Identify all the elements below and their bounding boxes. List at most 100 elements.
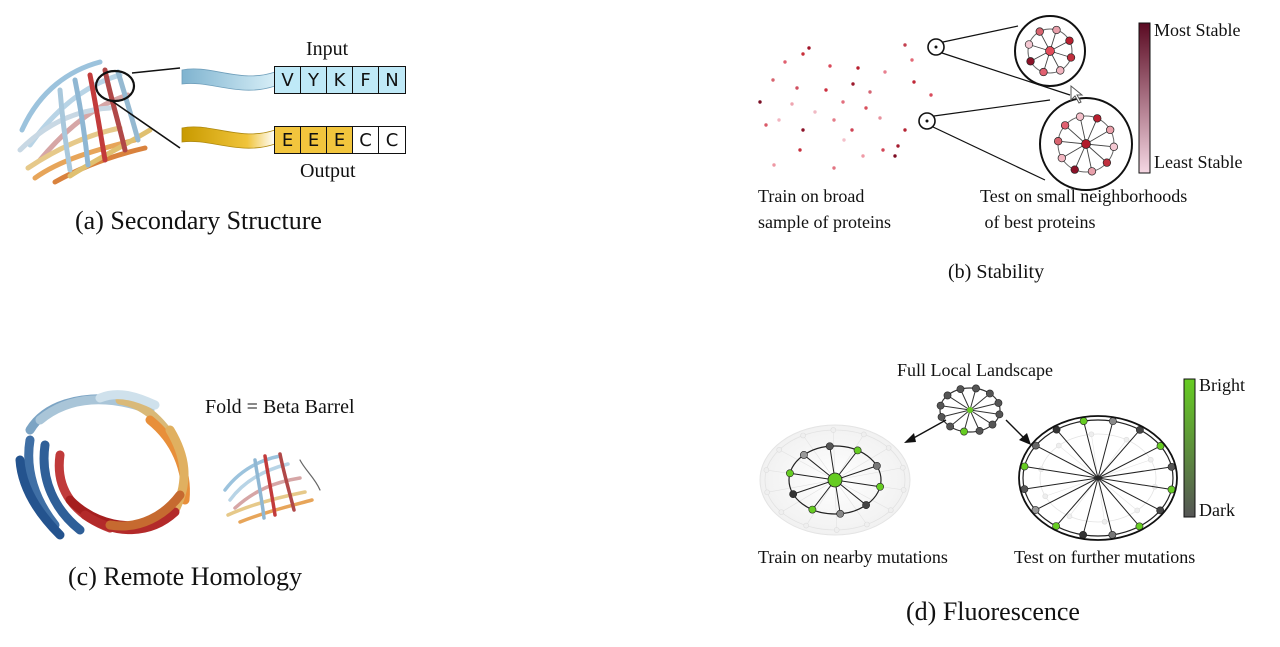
center-node: [1045, 46, 1055, 56]
fluorescence-test-text: Test on further mutations: [1014, 547, 1196, 567]
stability-train-text-2: sample of proteins: [758, 212, 891, 232]
fold-label: Fold = Beta Barrel: [205, 396, 355, 418]
stability-point: [896, 144, 900, 148]
stability-legend-bottom: Least Stable: [1154, 152, 1243, 172]
landscape-node: [900, 464, 906, 471]
landscape-node: [1031, 441, 1040, 450]
landscape-node: [853, 446, 862, 455]
output-residue-1: E: [301, 127, 327, 153]
landscape-node: [778, 509, 785, 515]
stability-legend-top: Most Stable: [1154, 20, 1241, 40]
neighbor-node: [1087, 167, 1097, 176]
landscape-node: [799, 451, 808, 459]
stability-point: [868, 90, 872, 94]
landscape-node: [808, 505, 817, 514]
landscape-node: [936, 401, 945, 410]
neighbor-node: [1093, 114, 1102, 123]
stability-point: [842, 138, 846, 142]
caption-c: (c) Remote Homology: [68, 562, 302, 591]
landscape-node: [836, 509, 845, 518]
neighbor-node: [1106, 125, 1115, 135]
landscape-node: [943, 391, 952, 400]
stability-point: [832, 166, 836, 170]
landscape-node: [825, 442, 834, 451]
input-residue-4: N: [379, 67, 405, 93]
zoom-line-top: [131, 67, 181, 74]
output-residue-4: C: [379, 127, 405, 153]
stability-point: [841, 100, 845, 104]
neighbor-node: [1035, 27, 1044, 36]
landscape-node: [988, 420, 997, 429]
landscape-node: [1079, 417, 1088, 425]
landscape-node: [900, 487, 907, 493]
landscape-node: [861, 431, 867, 438]
neighbor-node: [1109, 142, 1119, 151]
stability-point: [893, 154, 897, 158]
neighbor-node: [1026, 57, 1035, 66]
landscape-node: [1042, 493, 1049, 500]
output-residue-2: E: [327, 127, 353, 153]
landscape-node: [1134, 507, 1141, 514]
landscape-node: [995, 410, 1004, 419]
landscape-node: [786, 469, 794, 478]
zoom-circle: [94, 69, 136, 103]
landscape-node: [956, 385, 965, 394]
stability-point: [883, 70, 887, 74]
landscape-node: [1156, 506, 1165, 515]
output-label: Output: [300, 160, 356, 182]
landscape-node: [985, 389, 994, 398]
mouse-cursor-icon: [1070, 84, 1084, 104]
landscape-node: [776, 446, 783, 453]
input-residue-0: V: [275, 67, 301, 93]
landscape-node: [830, 427, 837, 433]
neighborhood-networks: [1024, 25, 1119, 176]
stability-point: [910, 58, 914, 62]
neighbor-node: [1056, 66, 1065, 75]
neighbor-node: [1075, 112, 1085, 121]
output-residue-3: C: [353, 127, 379, 153]
landscape-node: [833, 527, 840, 533]
landscape-node: [1167, 485, 1176, 494]
landscape-node: [1055, 442, 1062, 449]
stability-point: [903, 43, 907, 47]
zoom-line-bottom: [111, 100, 181, 149]
input-ribbon: [181, 68, 276, 91]
landscape-node: [1020, 485, 1029, 494]
stability-point: [856, 66, 860, 70]
caption-a: (a) Secondary Structure: [75, 206, 322, 235]
protein-barrel-a: [17, 59, 153, 185]
stability-point: [764, 123, 768, 127]
stability-test-text-2: of best proteins: [980, 212, 1096, 232]
stability-point: [798, 148, 802, 152]
stability-point: [861, 154, 865, 158]
input-residue-3: F: [353, 67, 379, 93]
input-residue-2: K: [327, 67, 353, 93]
input-label: Input: [306, 38, 349, 60]
landscape-node: [862, 501, 871, 509]
stability-point: [832, 118, 836, 122]
fluorescence-colorbar: [1183, 378, 1196, 518]
landscape-node: [887, 507, 894, 514]
landscape-node: [1088, 431, 1095, 438]
landscape-node: [1123, 436, 1130, 443]
fluorescence-legend-top: Bright: [1199, 375, 1246, 395]
stability-point: [878, 116, 882, 120]
remote-homology-barrel-large: [15, 390, 190, 540]
stability-point: [772, 163, 776, 167]
stability-point: [790, 102, 794, 106]
landscape-node: [763, 467, 770, 473]
landscape-node: [1108, 531, 1117, 539]
stability-point: [903, 128, 907, 132]
neighbor-node: [1070, 165, 1079, 174]
arrow-to-train: [909, 419, 947, 441]
neighbor-node: [1102, 158, 1112, 167]
fluorescence-legend-bottom: Dark: [1199, 500, 1235, 520]
stability-point: [813, 110, 817, 114]
landscape-node: [789, 490, 798, 499]
center-node: [1081, 139, 1091, 149]
output-residue-0: E: [275, 127, 301, 153]
neighbor-node: [1053, 137, 1063, 146]
